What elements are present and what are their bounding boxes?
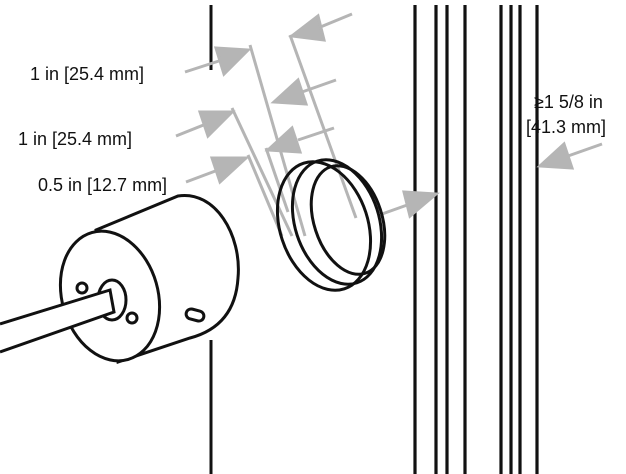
arrow-shaft-wall bbox=[381, 202, 411, 216]
extension-line-4 bbox=[246, 154, 284, 237]
spindle-body bbox=[0, 288, 116, 354]
extension-line-3 bbox=[230, 107, 294, 237]
wall-lines bbox=[413, 5, 539, 474]
label-wall-thickness-metric: [41.3 mm] bbox=[526, 117, 606, 137]
rose-rings bbox=[275, 158, 387, 292]
arrow-shaft-low bbox=[297, 126, 335, 142]
arrow-head-top bbox=[288, 13, 326, 42]
arrow-head-wall-label bbox=[536, 141, 575, 170]
spindle-shaft bbox=[0, 288, 116, 354]
arrow-head-low bbox=[264, 125, 303, 154]
arrow-shaft-top bbox=[317, 12, 353, 30]
arrow-shaft-mid bbox=[301, 78, 337, 94]
label-dimension-mid: 1 in [25.4 mm] bbox=[18, 129, 132, 149]
arrow-shaft-label2 bbox=[175, 122, 207, 138]
screw-hole-right bbox=[125, 311, 139, 325]
arrow-shaft-label1 bbox=[184, 58, 223, 74]
set-screw bbox=[184, 307, 206, 323]
arrow-head-label2 bbox=[197, 110, 236, 139]
label-dimension-top: 1 in [25.4 mm] bbox=[30, 64, 144, 84]
extension-line-2 bbox=[288, 34, 358, 219]
arrow-shaft-label3 bbox=[185, 168, 219, 184]
label-wall-thickness: ≥1 5/8 in bbox=[534, 92, 603, 112]
screw-hole-left bbox=[75, 281, 89, 295]
rose-ring-middle bbox=[290, 158, 384, 286]
rose-ring-outer bbox=[275, 160, 373, 292]
rose-ring-inner bbox=[309, 164, 387, 276]
arrow-head-label3 bbox=[209, 156, 250, 185]
arrow-head-wall bbox=[402, 190, 440, 219]
extension-line-5 bbox=[264, 147, 290, 213]
lock-cylinder bbox=[58, 194, 240, 364]
arrow-head-mid bbox=[270, 77, 309, 106]
arrow-head-label1 bbox=[213, 46, 252, 77]
arrow-shaft-wall-label bbox=[567, 142, 603, 158]
label-dimension-low: 0.5 in [12.7 mm] bbox=[38, 175, 167, 195]
dimension-lines bbox=[230, 34, 358, 237]
dimension-arrows bbox=[175, 12, 603, 219]
